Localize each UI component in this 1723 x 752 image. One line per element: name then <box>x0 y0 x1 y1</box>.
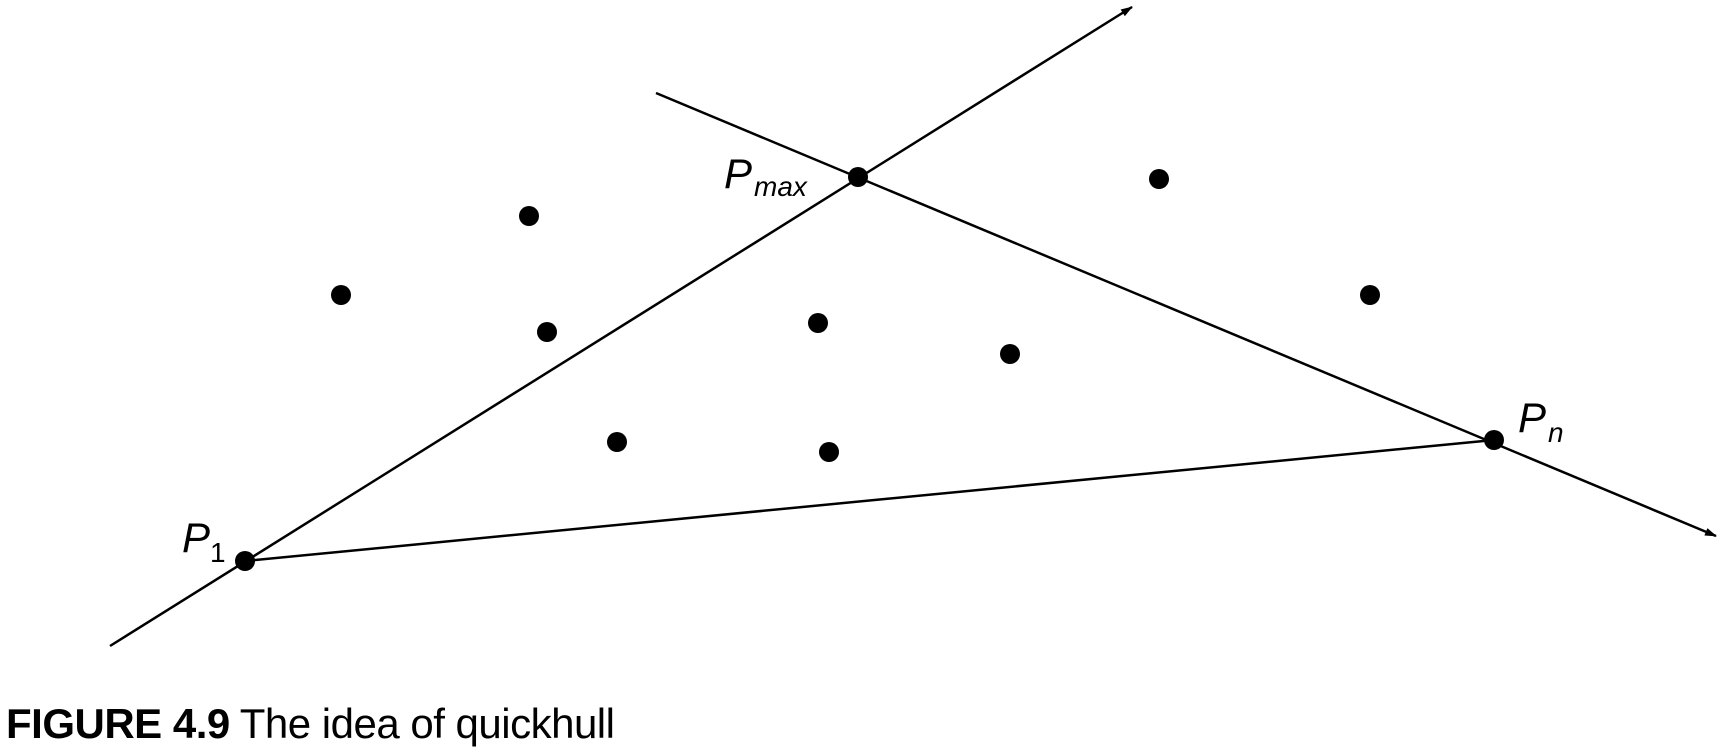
point <box>519 206 539 226</box>
point <box>331 285 351 305</box>
figure-caption-text: The idea of quickhull <box>239 700 615 747</box>
segment-p1-pn <box>244 438 1495 563</box>
figure-number: FIGURE 4.9 <box>6 700 230 747</box>
point <box>1149 169 1169 189</box>
label-pn: Pn <box>1518 394 1564 448</box>
point <box>537 322 557 342</box>
point <box>808 313 828 333</box>
point-pn <box>1484 430 1504 450</box>
point-pmax <box>848 167 868 187</box>
point-p1 <box>235 551 255 571</box>
point <box>607 432 627 452</box>
label-p1: P1 <box>182 514 226 568</box>
point <box>1360 285 1380 305</box>
point <box>1000 344 1020 364</box>
line-pmax-pn <box>655 91 1717 538</box>
label-pmax: Pmax <box>724 150 808 202</box>
point <box>819 442 839 462</box>
line-p1-pmax <box>109 5 1133 648</box>
